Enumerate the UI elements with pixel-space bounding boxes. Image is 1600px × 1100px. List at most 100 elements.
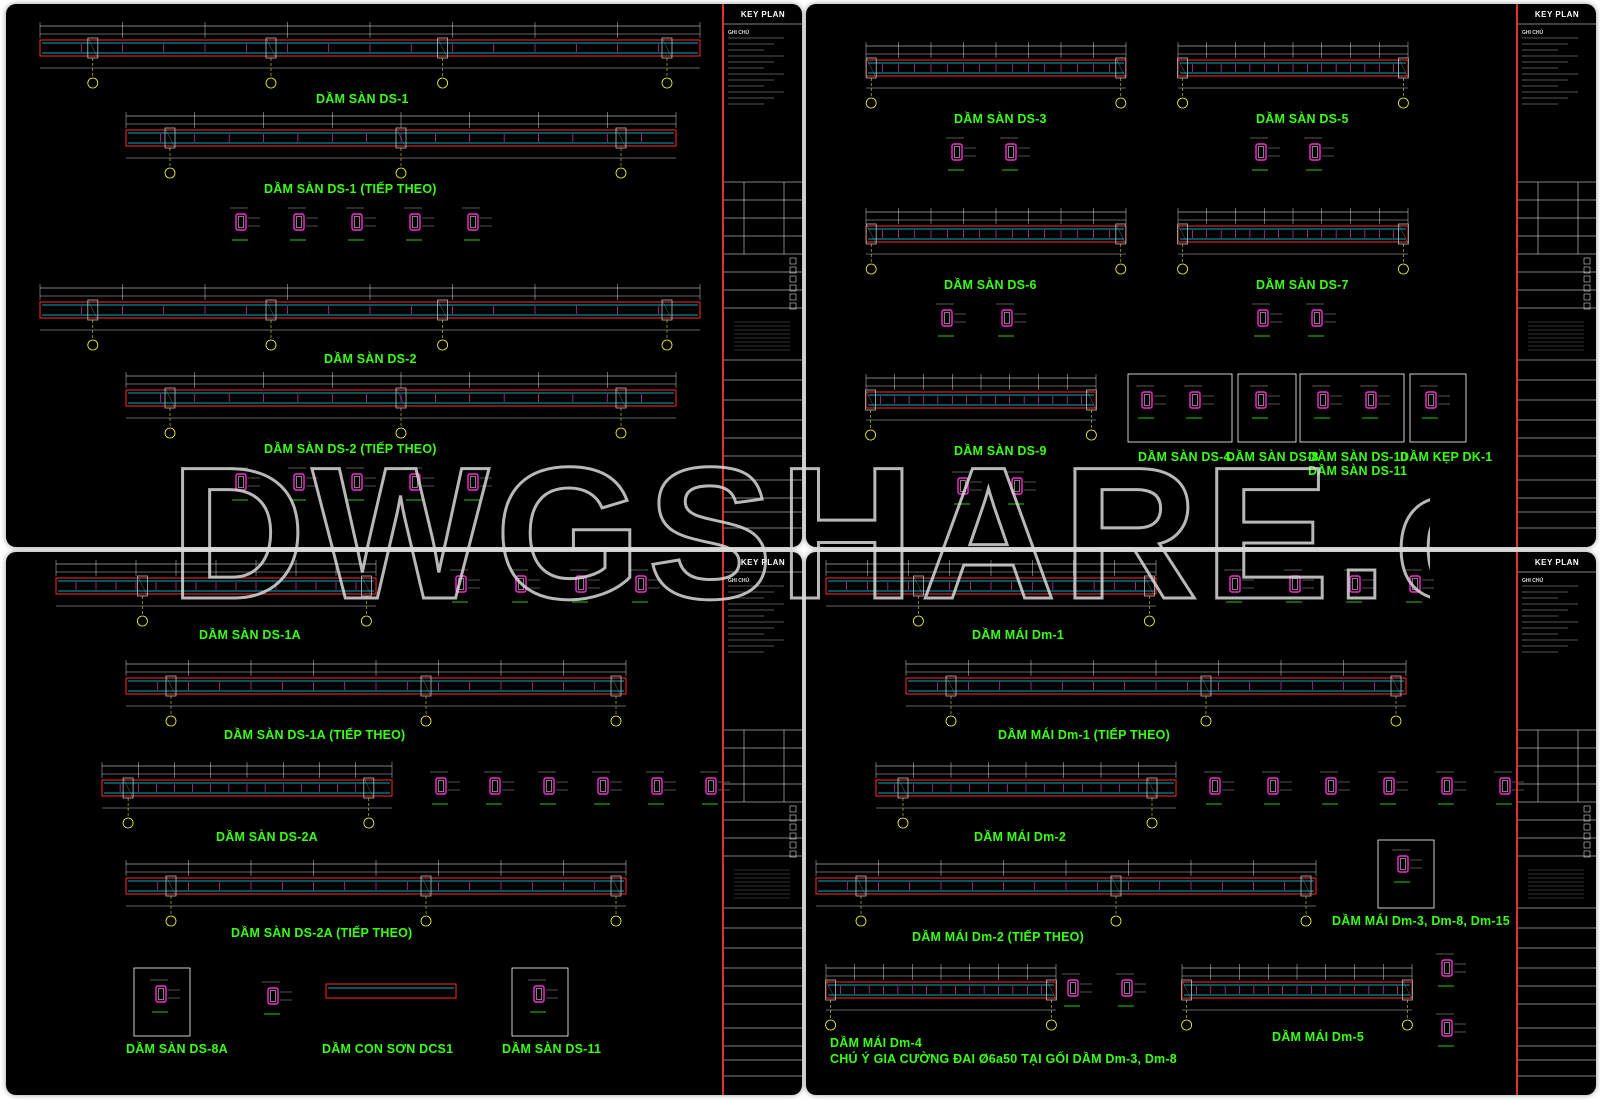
beam-elevation (1177, 208, 1409, 275)
beam-section (510, 569, 540, 603)
beam-section (1250, 385, 1280, 419)
beam-section (1360, 385, 1390, 419)
beam-section (462, 207, 492, 241)
beam-section (1224, 569, 1254, 603)
beam-title-label: DẦM MÁI Dm-4 (830, 1036, 922, 1050)
beam-section (1204, 771, 1234, 805)
beam-section (1392, 849, 1422, 883)
beam-elevation (865, 42, 1127, 109)
beam-section (484, 771, 514, 805)
beam-section (528, 979, 558, 1013)
beam-elevation (39, 284, 701, 351)
cad-drawing (865, 42, 1467, 505)
beam-section (646, 771, 676, 805)
beam-title-label: CHÚ Ý GIA CƯỜNG ĐAI Ø6a50 TẠI GỐI DẦM Dm… (830, 1052, 1177, 1066)
beam-elevation (1181, 964, 1413, 1031)
beam-title-label: DẦM SÀN DS-1A (TIẾP THEO) (224, 728, 406, 742)
beam-section (1000, 137, 1030, 171)
beam-section (1306, 303, 1336, 337)
beam-section (952, 471, 982, 505)
beam-section (592, 771, 622, 805)
beam-section (462, 467, 492, 501)
beam-title-label: DẦM SÀN DS-1A (199, 628, 301, 642)
beam-title-label: DẦM SÀN DS-2 (TIẾP THEO) (264, 442, 437, 456)
beam-section (630, 569, 660, 603)
beam-section (1312, 385, 1342, 419)
section-frame (1299, 373, 1405, 443)
beam-section (1404, 569, 1434, 603)
beam-title-label: DẦM MÁI Dm-1 (TIẾP THEO) (998, 728, 1170, 742)
beam-section (1006, 471, 1036, 505)
cad-drawing (55, 560, 730, 1037)
section-frame (133, 967, 191, 1037)
beam-title-label: DẦM SÀN DS-9 (954, 444, 1047, 458)
beam-elevation (825, 560, 1157, 627)
beam-section (230, 467, 260, 501)
beam-section (996, 303, 1026, 337)
beam-section (1250, 137, 1280, 171)
beam-title-label: DẦM SÀN DS-6 (944, 278, 1037, 292)
beam-section (538, 771, 568, 805)
key-plan-heading: KEY PLAN (740, 10, 786, 19)
beam-section (1136, 385, 1166, 419)
beam-section (1320, 771, 1350, 805)
section-frame (1409, 373, 1467, 443)
beam-title-label: DẦM SÀN DS-11 (502, 1042, 602, 1056)
beam-elevation (39, 22, 701, 89)
beam-section (1116, 973, 1146, 1007)
beam-section (346, 467, 376, 501)
beam-elevation (825, 964, 1057, 1031)
beam-title-label: DẦM SÀN DS-2 (324, 352, 417, 366)
beam-elevation (875, 762, 1177, 829)
beam-title-label: DẦM SÀN DS-4 (1138, 450, 1231, 464)
beam-title-label: DẦM CON SƠN DCS1 (322, 1042, 454, 1056)
beam-section (404, 207, 434, 241)
beam-title-label: DẦM SÀN DS-8A (126, 1042, 228, 1056)
beam-title-label: DẦM SÀN DS-8 (1226, 450, 1319, 464)
notes-heading: GHI CHÚ (728, 578, 750, 584)
beam-title-label: DẦM SÀN DS-7 (1256, 278, 1349, 292)
beam-elevation (125, 660, 627, 727)
section-frame (1127, 373, 1233, 443)
beam-elevation (1177, 42, 1409, 109)
beam-section (150, 979, 180, 1013)
beam-section (700, 771, 730, 805)
beam-section (1436, 1013, 1466, 1047)
beam-title-label: DẦM SÀN DS-1 (TIẾP THEO) (264, 182, 437, 196)
title-block-grid (1518, 571, 1596, 1077)
beam-section (1062, 973, 1092, 1007)
beam-section (1436, 953, 1466, 987)
beam-elevation (125, 372, 677, 439)
beam-section (230, 207, 260, 241)
beam-section (288, 207, 318, 241)
beam-section (430, 771, 460, 805)
section-frame (1377, 839, 1435, 909)
section-frame (511, 967, 569, 1037)
beam-section (1262, 771, 1292, 805)
beam-title-label: DẦM SÀN DS-5 (1256, 112, 1349, 126)
beam-title-label: DẦM MÁI Dm-3, Dm-8, Dm-15 (1332, 914, 1510, 928)
beam-section (262, 981, 292, 1015)
beam-title-label: DẦM SÀN DS-3 (954, 112, 1047, 126)
notes-heading: GHI CHÚ (728, 30, 750, 36)
beam-section (1344, 569, 1374, 603)
beam-section (936, 303, 966, 337)
beam-section (1184, 385, 1214, 419)
section-frame (1237, 373, 1297, 443)
beam-title-label: DẦM SÀN DS-10 (1308, 450, 1408, 464)
beam-elevation (865, 208, 1127, 275)
beam-elevation (125, 860, 627, 927)
beam-title-label: DẦM MÁI Dm-2 (TIẾP THEO) (912, 930, 1084, 944)
drawing-sheet-3: DẦM SÀN DS-1A DẦM SÀN DS-1A (TIẾP THEO) DẦ… (6, 552, 802, 1095)
beam-section (570, 569, 600, 603)
beam-title-label: DẦM SÀN DS-11 (1308, 464, 1408, 478)
beam-section (1378, 771, 1408, 805)
beam-section (1252, 303, 1282, 337)
key-plan-heading: KEY PLAN (1534, 558, 1580, 567)
beam-elevation (101, 762, 393, 829)
beam-section (404, 467, 434, 501)
